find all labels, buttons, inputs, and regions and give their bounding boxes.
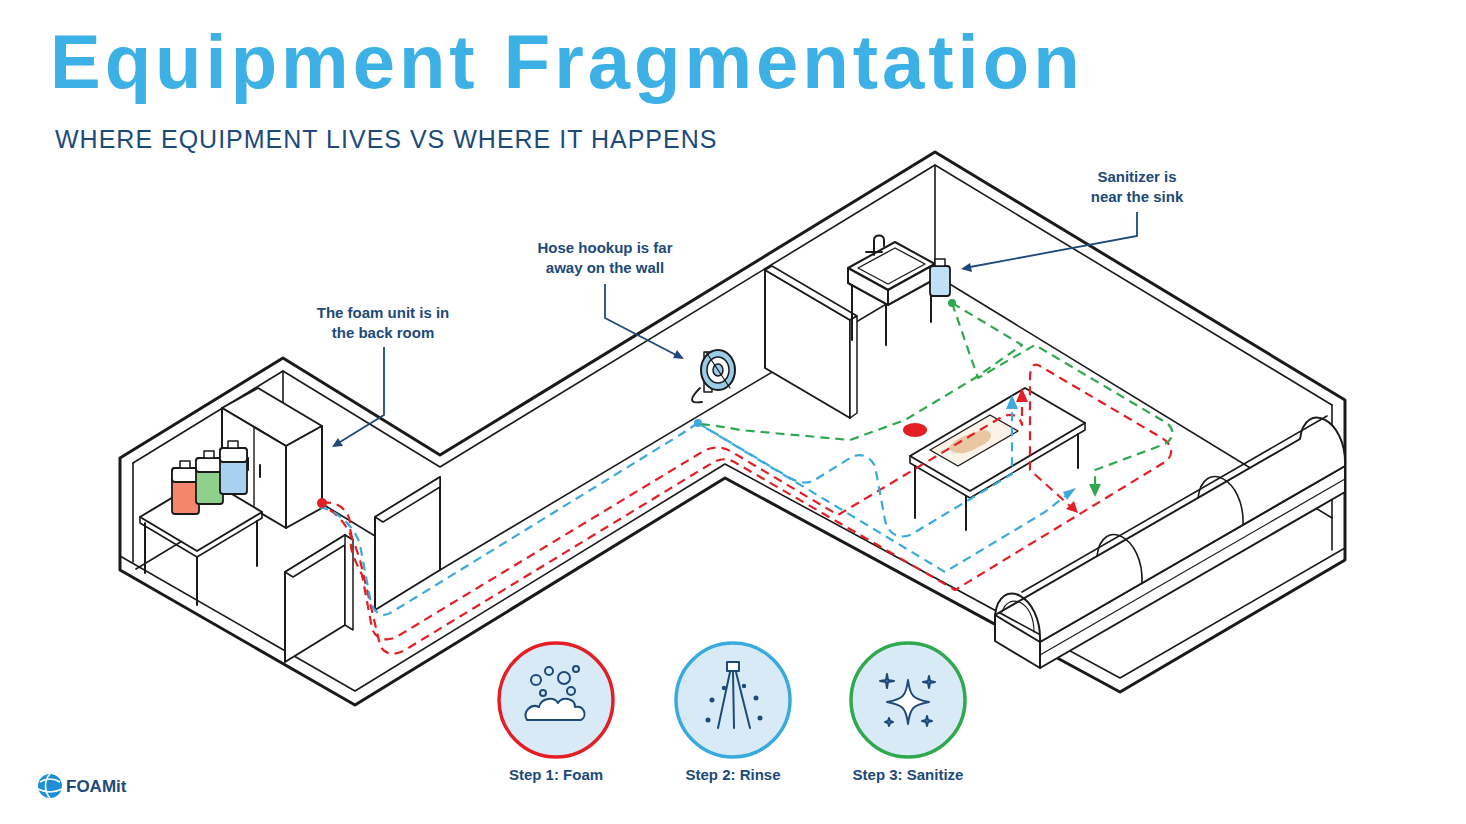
step-node: Step 2: Rinse bbox=[668, 640, 798, 784]
step-circle bbox=[491, 640, 621, 762]
step-label: Step 2: Rinse bbox=[685, 766, 780, 784]
callout-text-box: Hose hookup is far away on the wall bbox=[525, 238, 685, 279]
step-node: Step 3: Sanitize bbox=[843, 640, 973, 784]
step-circle bbox=[843, 640, 973, 762]
step-label: Step 3: Sanitize bbox=[853, 766, 964, 784]
callout-text: The foam unit is in the back room bbox=[317, 304, 450, 341]
step-node: Step 1: Foam bbox=[491, 640, 621, 784]
step-label: Step 1: Foam bbox=[509, 766, 603, 784]
title-block: Equipment Fragmentation bbox=[50, 24, 1084, 100]
logo-text-box: FOAMit bbox=[66, 776, 126, 798]
step-circle bbox=[668, 640, 798, 762]
subtitle-box: WHERE EQUIPMENT LIVES VS WHERE IT HAPPEN… bbox=[55, 124, 717, 156]
callout-text-box: The foam unit is in the back room bbox=[313, 303, 453, 344]
callout-text: Sanitizer is near the sink bbox=[1091, 168, 1184, 205]
logo-text: FOAMit bbox=[66, 777, 126, 796]
subtitle: WHERE EQUIPMENT LIVES VS WHERE IT HAPPEN… bbox=[55, 125, 717, 153]
callout-text: Hose hookup is far away on the wall bbox=[537, 239, 672, 276]
callout-text-box: Sanitizer is near the sink bbox=[1081, 167, 1193, 208]
title: Equipment Fragmentation bbox=[50, 24, 1084, 100]
